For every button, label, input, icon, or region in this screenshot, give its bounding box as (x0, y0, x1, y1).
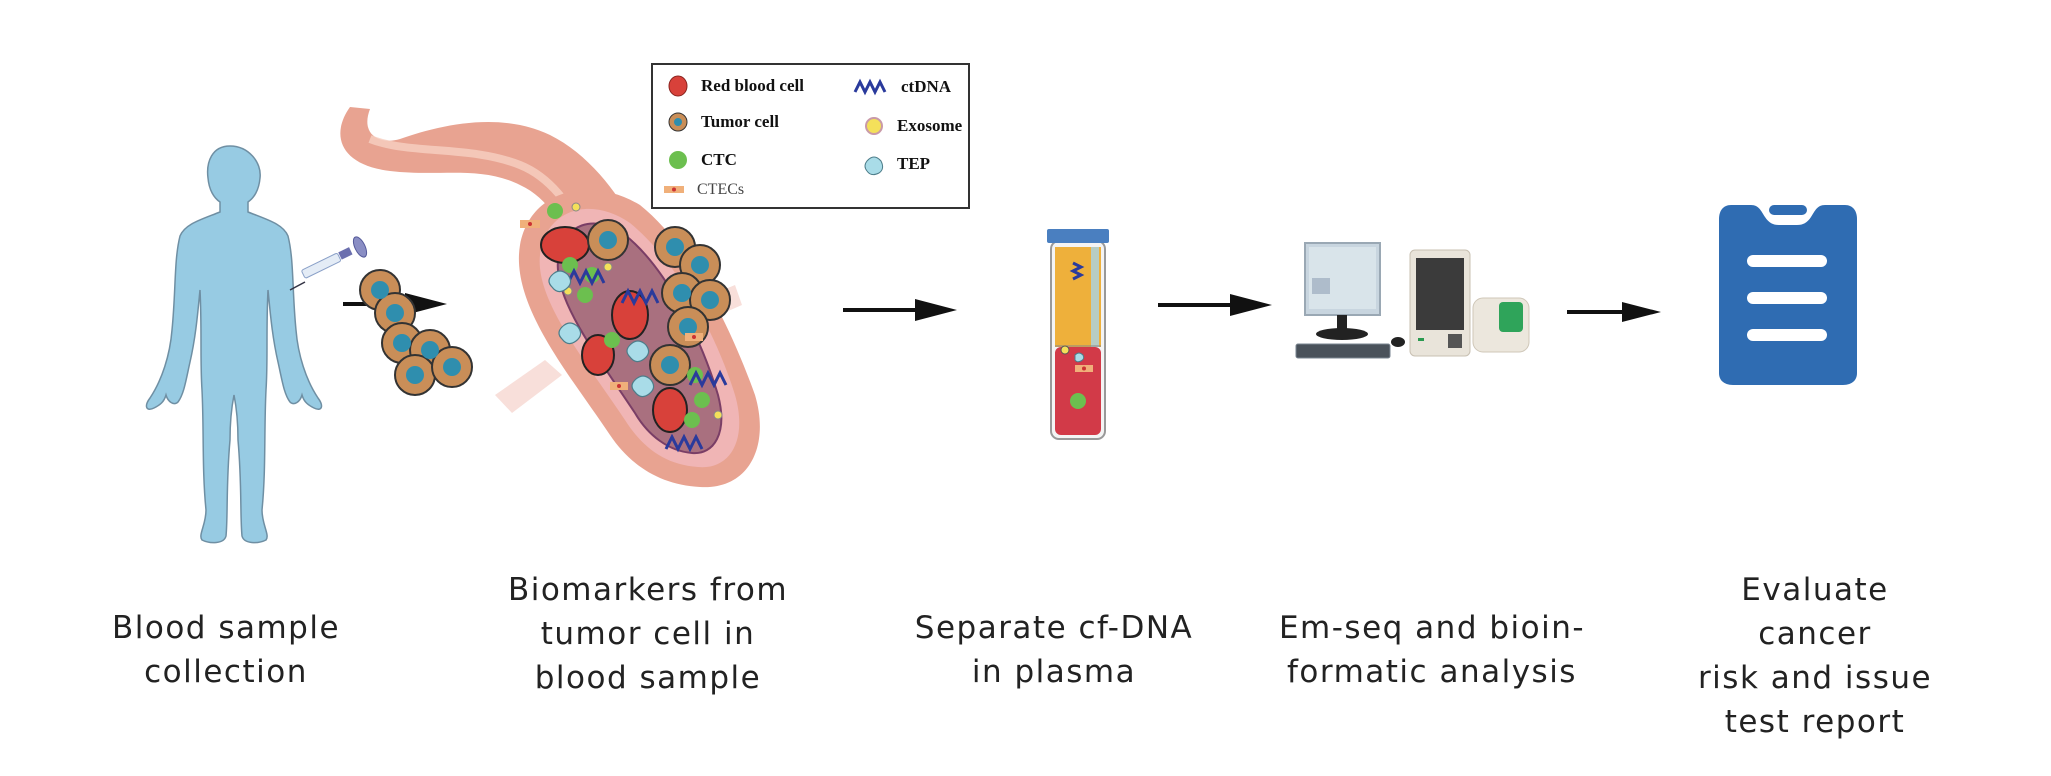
human-figure-icon (145, 145, 368, 544)
ctc-icon (669, 151, 687, 169)
centrifuge-icon (1472, 297, 1530, 353)
tep-icon (548, 270, 655, 398)
legend: Red blood cell ctDNA Tumor cell Exosome … (651, 63, 970, 209)
syringe-icon (289, 236, 368, 291)
legend-item-exosome: Exosome (863, 115, 962, 137)
ctec-icon (520, 220, 703, 390)
legend-item-red-blood-cell: Red blood cell (667, 75, 804, 97)
sequencer-computer-icon (1295, 242, 1530, 359)
ctdna-icon (853, 78, 887, 96)
tumor-cell-cluster (359, 219, 731, 396)
step-label-blood-sample: Blood sample collection (111, 610, 341, 690)
arrow-icon (1158, 294, 1272, 316)
ctdna-icon (566, 267, 728, 453)
red-blood-cell-icon (540, 226, 688, 433)
blood-vessel-icon (340, 107, 760, 488)
mouse-icon (1391, 337, 1405, 347)
step-label-separate: Separate cf-DNA in plasma (914, 610, 1194, 690)
legend-item-ctc: CTC (667, 149, 737, 171)
legend-item-tep: TEP (863, 153, 930, 176)
exosome-icon (865, 117, 883, 135)
arrow-icon (843, 299, 957, 321)
arrow-icon (1567, 302, 1661, 322)
legend-item-ctdna: ctDNA (853, 77, 951, 97)
sequencer-machine-icon (1409, 249, 1471, 357)
red-blood-cell-icon (668, 75, 688, 97)
step-label-report: Evaluate cancer risk and issue test repo… (1697, 572, 1933, 740)
step-label-biomarkers: Biomarkers from tumor cell in blood samp… (507, 572, 789, 696)
step-label-sequencing: Em-seq and bioin- formatic analysis (1278, 610, 1586, 690)
ctc-icon (547, 203, 710, 428)
legend-item-tumor-cell: Tumor cell (667, 111, 779, 133)
computer-monitor-icon (1304, 242, 1381, 340)
ctec-icon (664, 186, 684, 193)
keyboard-icon (1295, 343, 1391, 359)
clipboard-report-icon (1719, 205, 1857, 385)
test-tube-icon (1047, 229, 1109, 440)
exosome-icon (563, 202, 723, 420)
tep-icon (864, 156, 884, 176)
legend-item-ctecs: CTECs (663, 181, 744, 199)
tumor-cell-icon (668, 112, 688, 132)
